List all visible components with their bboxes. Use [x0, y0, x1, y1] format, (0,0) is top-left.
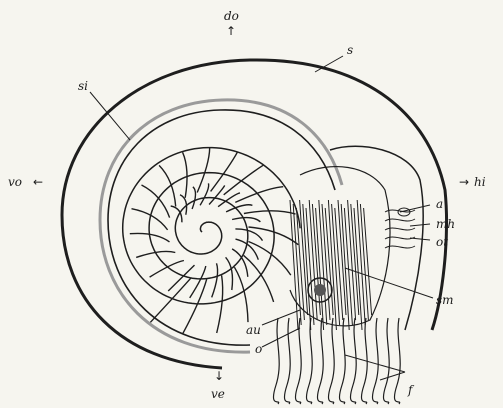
body-chamber-wall [330, 146, 423, 330]
label-mh: mh [436, 218, 455, 230]
septum [190, 266, 206, 298]
tentacle [350, 318, 356, 404]
tentacle [394, 318, 400, 404]
septum [209, 185, 225, 204]
spiral-coil [123, 148, 300, 304]
septum [235, 229, 262, 241]
label-sm: sm [436, 294, 454, 306]
tentacles [273, 318, 400, 404]
septum [183, 279, 207, 333]
arrow-up-icon: ↑ [226, 25, 236, 37]
eye-pupil [314, 284, 326, 296]
septum [200, 183, 209, 205]
septum [197, 148, 210, 193]
label-dorsal: do [224, 10, 239, 22]
label-ot: ot [436, 236, 448, 248]
septum [226, 257, 233, 290]
septum [183, 152, 187, 197]
arrow-left-icon: ← [33, 176, 43, 188]
label-ventral-oral: vo [8, 176, 22, 188]
septum [232, 218, 260, 222]
arrow-down-icon: ↓ [214, 370, 224, 382]
label-o: o [255, 343, 262, 355]
tentacle [273, 318, 279, 404]
septum [159, 165, 176, 206]
label-s: s [347, 44, 353, 56]
septum [232, 249, 248, 277]
label-f: f [408, 384, 412, 396]
arrow-right-icon: → [459, 176, 469, 188]
septum [212, 263, 218, 297]
septum [150, 278, 191, 323]
septum [224, 165, 263, 195]
siphon-muscle-hatching [290, 200, 372, 330]
label-hi: hi [474, 176, 486, 188]
tentacle [372, 318, 378, 404]
label-ventral: ve [211, 388, 225, 400]
septa-lines [130, 148, 298, 334]
septum [217, 275, 223, 333]
tentacle [306, 318, 312, 404]
tentacle [317, 318, 323, 404]
tentacle [284, 318, 290, 404]
spiral-coils [123, 148, 300, 304]
label-si: si [78, 80, 88, 92]
tentacle [339, 318, 345, 404]
septum [192, 187, 195, 209]
label-a: a [436, 198, 443, 210]
tentacle [295, 318, 301, 404]
tentacle [383, 318, 389, 404]
label-au: au [246, 324, 261, 336]
tentacle [328, 318, 334, 404]
